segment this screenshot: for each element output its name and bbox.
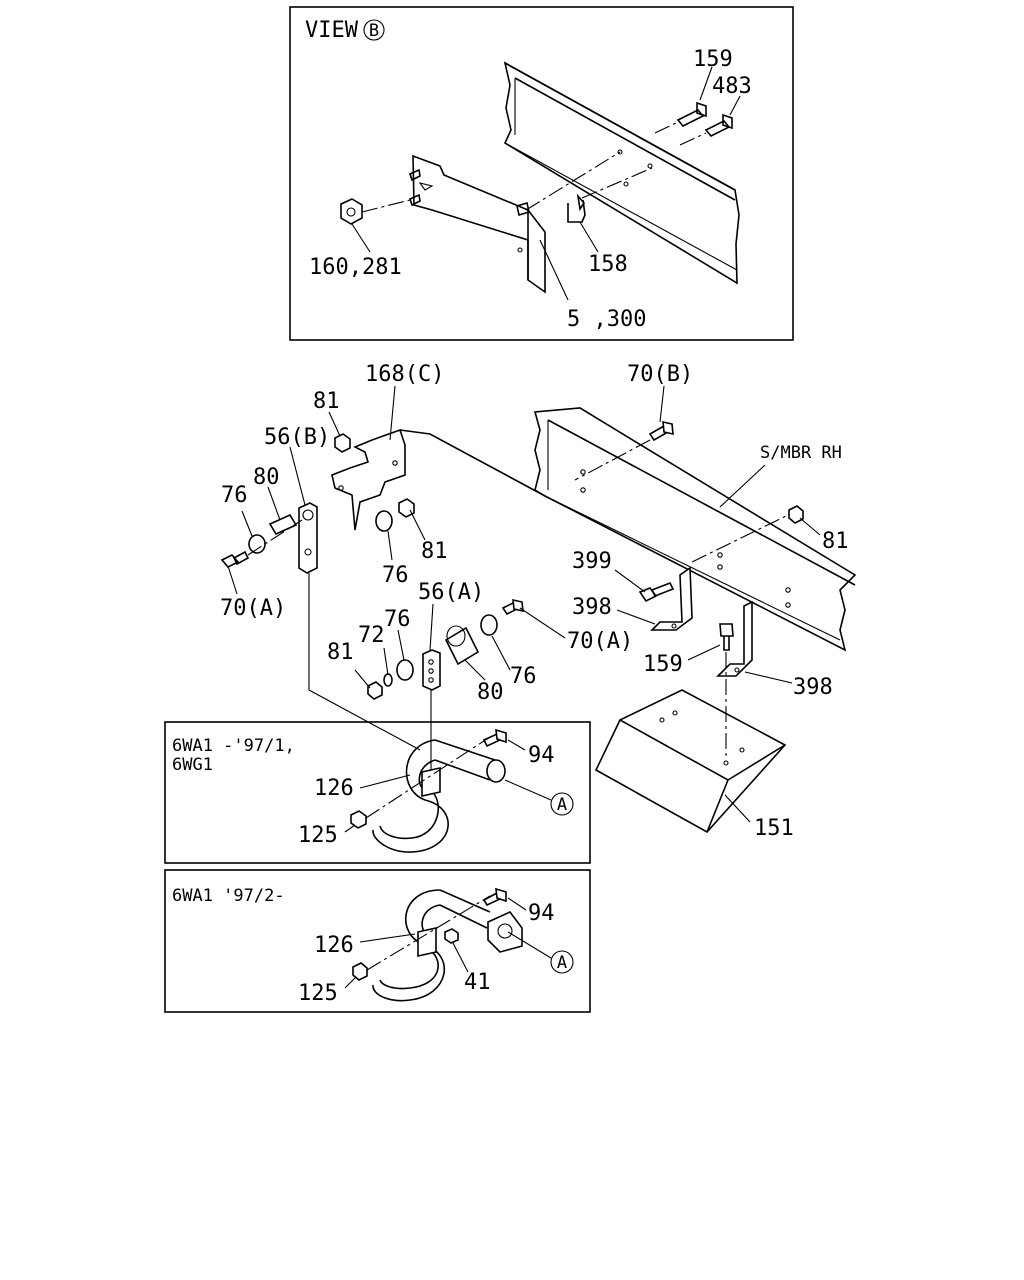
label-158: 158 (588, 252, 628, 277)
label-125-inset-2: 125 (298, 981, 338, 1006)
washer-76-left (248, 534, 266, 554)
clamp-inset-1 (421, 767, 441, 797)
label-399: 399 (572, 549, 612, 574)
label-398-lower: 398 (793, 675, 833, 700)
inset-2-title: 6WA1 '97/2- (172, 886, 285, 906)
label-76-upper: 76 (384, 607, 411, 632)
label-80-left: 80 (253, 465, 280, 490)
hose-126-inset-1 (372, 739, 506, 853)
flange-inset-2 (487, 911, 523, 953)
label-160-281: 160,281 (309, 255, 402, 280)
bolt-70a-left (220, 550, 250, 568)
main-assembly: 168(C) 70(B) 81 56(B) S/MBR RH 76 80 81 … (220, 362, 857, 841)
spacer-76-upper (396, 659, 414, 681)
view-b-marker: B (369, 21, 379, 41)
bracket-168c (331, 428, 546, 531)
view-b-bracket-plate (409, 154, 546, 294)
label-159-main: 159 (643, 652, 683, 677)
view-b-panel: VIEW B (289, 6, 794, 341)
bolt-70a-right (501, 598, 524, 616)
label-72: 72 (358, 623, 385, 648)
label-126-inset-2: 126 (314, 933, 354, 958)
label-81-right: 81 (822, 529, 849, 554)
nut-41-inset-2 (444, 928, 459, 944)
plate-151 (594, 689, 787, 834)
side-member-rh (533, 407, 857, 652)
view-b-frame (289, 6, 794, 341)
label-5-300: 5 ,300 (567, 307, 646, 332)
inset-1-title-line2: 6WG1 (172, 755, 213, 775)
bracket-398-upper (650, 566, 693, 631)
inset-1-marker-a-circle (550, 792, 574, 816)
inset-1-frame (164, 721, 591, 864)
inset-2-marker-a: A (557, 953, 567, 973)
bolt-159-main (719, 623, 734, 651)
label-70a-left: 70(A) (220, 596, 286, 621)
label-398-upper: 398 (572, 595, 612, 620)
label-125-inset-1: 125 (298, 823, 338, 848)
nut-125-inset-2 (352, 962, 368, 981)
label-168c: 168(C) (365, 362, 444, 387)
view-b-bolt-159 (676, 101, 707, 127)
label-56a: 56(A) (418, 580, 484, 605)
label-94-inset-2: 94 (528, 901, 555, 926)
label-41-inset-2: 41 (464, 970, 491, 995)
view-b-frame-rail (503, 61, 740, 285)
label-80-lower: 80 (477, 680, 504, 705)
label-76-mid: 76 (382, 563, 409, 588)
inset-2-marker-a-circle (550, 950, 574, 974)
label-76-lower: 76 (510, 664, 537, 689)
bracket-398-lower (716, 600, 753, 677)
nut-81-mid (398, 498, 415, 518)
inset-6wa1-97-2: 6WA1 '97/2- (164, 869, 591, 1013)
washer-72 (383, 673, 393, 687)
nut-125-inset-1 (350, 810, 367, 829)
inset-1-marker-a: A (557, 795, 567, 815)
nut-81-right (788, 505, 804, 524)
label-81-top: 81 (313, 389, 340, 414)
link-56a (422, 649, 441, 691)
bolt-94-inset-2 (482, 887, 507, 907)
bushing-80-lower (444, 625, 480, 666)
label-159: 159 (693, 47, 733, 72)
label-126-inset-1: 126 (314, 776, 354, 801)
inset-2-frame (164, 869, 591, 1013)
nut-81-lower (367, 681, 383, 700)
bushing-80-left (268, 513, 298, 536)
spacer-76-mid (375, 510, 393, 532)
link-56b (298, 502, 318, 574)
view-b-marker-circle (363, 19, 385, 41)
label-56b: 56(B) (264, 425, 330, 450)
label-76-left: 76 (221, 483, 248, 508)
label-483: 483 (712, 74, 752, 99)
label-81-mid: 81 (421, 539, 448, 564)
label-70b: 70(B) (627, 362, 693, 387)
clamp-inset-2 (417, 927, 437, 957)
label-s-mbr-rh: S/MBR RH (760, 443, 842, 463)
label-94-inset-1: 94 (528, 743, 555, 768)
washer-76-lower (480, 614, 498, 636)
nut-81-top (334, 433, 351, 453)
label-151: 151 (754, 816, 794, 841)
bolt-70b (648, 420, 674, 442)
inset-6wa1-97-1: 6WA1 -'97/1, 6WG1 A (164, 721, 591, 864)
label-70a-right: 70(A) (567, 629, 633, 654)
bolt-94-inset-1 (482, 728, 507, 748)
view-b-clip-158 (567, 193, 586, 223)
view-b-title: VIEW (305, 18, 359, 43)
label-81-lower: 81 (327, 640, 354, 665)
view-b-bolt-483 (704, 113, 733, 137)
view-b-nut (340, 198, 363, 225)
inset-1-title-line1: 6WA1 -'97/1, (172, 736, 295, 756)
